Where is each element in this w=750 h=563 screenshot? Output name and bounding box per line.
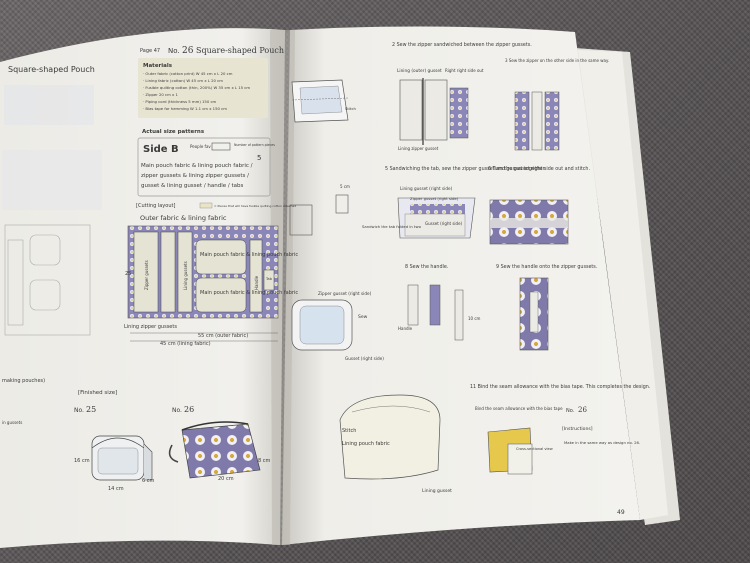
material-1: · Outer fabric (cotton print) W 45 cm x …: [143, 71, 233, 76]
svg-text:No.: No.: [168, 47, 180, 55]
piece-handle: Handle: [254, 275, 259, 290]
material-6: · Bias tape for hemming W 1.1 cm x 150 c…: [143, 106, 227, 111]
page-number: 49: [617, 509, 625, 516]
layout-title: Outer fabric & lining fabric: [140, 214, 227, 222]
dim-e: 8 cm: [258, 458, 271, 464]
piece-tab: Tab: [265, 277, 273, 281]
make-same: Make in the same way as design no. 26.: [564, 440, 640, 445]
dim-width-1: 55 cm (outer fabric): [198, 333, 248, 339]
label-cross: Cross-sectional view: [516, 447, 553, 451]
material-2: · Lining fabric (cotton) W 45 cm x L 20 …: [143, 78, 223, 83]
left-fragment-2: in gussets: [2, 420, 22, 425]
step7-diagram: [291, 299, 353, 351]
material-3: · Fusible quilting cotton (thin, 200%) W…: [143, 85, 250, 90]
label-stitch-1: Stitch: [345, 106, 357, 111]
material-5: · Piping cord (thickness 5 mm) 150 cm: [143, 99, 217, 104]
step-6: 6 Turn the gusset right side out and sti…: [488, 166, 590, 172]
pouch-26-illustration: [168, 421, 261, 479]
step-2: 2 Sew the zipper sandwiched between the …: [392, 42, 532, 48]
step1-diagram: [291, 79, 349, 123]
number-value: 5: [257, 154, 261, 162]
piece-zipper: Zipper gussets: [144, 260, 149, 290]
cutting-note: = Pieces that will have fusible quilting…: [214, 204, 296, 208]
pattern-side: Side B: [143, 144, 179, 155]
no26-label: 26: [184, 405, 194, 414]
label-gusset-right: Gusset (right side): [425, 221, 463, 226]
no25-label: 25: [86, 405, 96, 414]
faded-left-diagram: [4, 224, 91, 336]
step-8: 8 Sew the handle.: [405, 264, 448, 270]
dim-a: 16 cm: [74, 458, 90, 464]
cutting-layout-diagram: [127, 225, 279, 319]
piece-main-2: Main pouch fabric & lining pouch fabric: [200, 290, 298, 296]
label-lining-gusset-right: Lining gusset (right side): [400, 186, 453, 191]
left-fragment-1: making pouches): [2, 378, 45, 384]
materials-heading: Materials: [143, 63, 173, 69]
step10-diagram: [339, 394, 441, 480]
number-label: Number of pattern pieces: [234, 143, 275, 147]
step9-diagram: [519, 277, 549, 351]
step6-diagram: [489, 199, 569, 245]
svg-text:No.: No.: [172, 407, 182, 414]
left-title-fragment: Square-shaped Pouch: [8, 65, 95, 74]
project-number: 26: [182, 46, 194, 56]
label-handle: Handle: [398, 326, 413, 331]
right-no26: 26: [578, 406, 587, 414]
dim-c: 6 cm: [142, 478, 155, 484]
step-3: 3 Sew the zipper on the other side in th…: [505, 58, 609, 63]
step-11: 11 Bind the seam allowance with the bias…: [470, 384, 650, 390]
materials-box: [138, 58, 268, 118]
label-lining-pouch: Lining pouch fabric: [342, 441, 390, 447]
step-5: 5 Sandwiching the tab, sew the zipper gu…: [385, 166, 546, 172]
dim-width-2: 45 cm (lining fabric): [160, 341, 211, 347]
cutting-heading: [Cutting layout]: [136, 203, 175, 209]
label-stitch-2: Stitch: [342, 428, 356, 434]
dim-d: 20 cm: [218, 476, 234, 482]
piece-lining-gusset: Lining gussets: [183, 261, 188, 290]
pattern-line-1: Main pouch fabric & lining pouch fabric …: [141, 163, 253, 169]
material-4: · Zipper 20 cm x 1: [143, 92, 178, 97]
svg-text:No.: No.: [74, 407, 84, 414]
step2-diagram: [399, 78, 469, 145]
dim-height: 25: [125, 271, 131, 277]
piece-main-1: Main pouch fabric & lining pouch fabric: [200, 252, 298, 258]
pattern-line-3: gusset & lining gusset / handle / tabs: [141, 183, 244, 189]
page-ref: Page 47: [140, 48, 160, 54]
step11-diagram: [487, 427, 533, 475]
label-sew: Sew: [358, 314, 368, 320]
finished-heading: [Finished size]: [78, 390, 117, 396]
step3-diagram: [514, 91, 560, 151]
label-lining-gusset: Lining (outer) gusset: [397, 68, 442, 74]
pattern-line-2: zipper gussets & lining zipper gussets /: [141, 173, 249, 179]
label-sandwich: Sandwich the tab folded in two: [362, 224, 422, 229]
piece-lining-zipper: Lining zipper gussets: [124, 324, 177, 330]
label-right-side: Right right side out: [445, 68, 484, 73]
label-zipper-right: Zipper gusset (right side): [410, 196, 459, 201]
pouch-25-illustration: [91, 435, 153, 481]
label-piping: Zipper gusset (right side): [318, 291, 372, 296]
project-title: Square-shaped Pouch: [196, 46, 284, 55]
step5-diagram: [397, 197, 476, 239]
pattern-heading: Actual size patterns: [142, 129, 205, 135]
dim-b: 14 cm: [108, 486, 124, 492]
instructions-heading: [Instructions]: [562, 426, 593, 432]
step4-diagram: [289, 194, 349, 236]
pattern-box: [137, 137, 271, 197]
svg-text:No.: No.: [566, 408, 575, 414]
label-five: 5 cm: [340, 184, 350, 189]
label-turn: Lining zipper gusset: [398, 146, 439, 151]
label-bind: Bind the seam allowance with the bias ta…: [475, 406, 563, 411]
label-gusset: Gusset (right side): [345, 356, 384, 361]
label-ten: 10 cm: [468, 316, 481, 321]
people-label: People fav: [190, 144, 211, 149]
step8-diagram: [407, 284, 464, 341]
step-9: 9 Sew the handle onto the zipper gussets…: [496, 264, 597, 270]
label-lining-gusset-2: Lining gusset: [422, 488, 452, 494]
